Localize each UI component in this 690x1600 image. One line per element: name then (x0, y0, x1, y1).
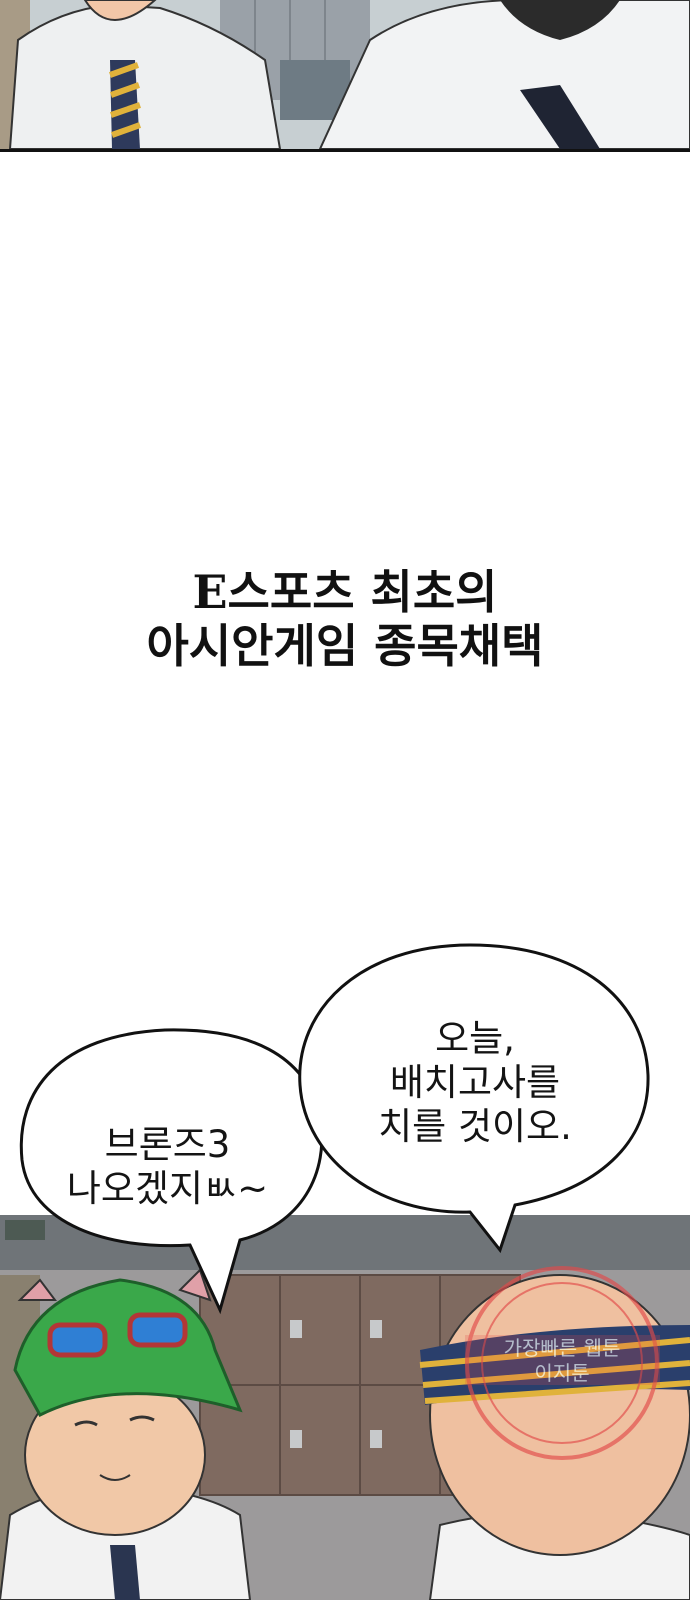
bubble-right-line-2: 배치고사를 (389, 1061, 561, 1104)
top-comic-panel (0, 0, 690, 152)
left-student-chin (83, 0, 157, 21)
watermark-stamp: 가장빠른 웹툰 이지툰 (465, 1266, 660, 1460)
speech-bubble-right-text: 오늘, 배치고사를 치를 것이오. (330, 1017, 620, 1149)
right-student-head (429, 1274, 690, 1556)
speech-bubble-left-text: 브론즈3 나오겠지ㅄ~ (55, 1123, 280, 1211)
narration-caption: E스포츠 최초의 아시안게임 종목채택 (0, 565, 690, 673)
left-student-shirt (8, 3, 282, 149)
right-student-collar (500, 0, 620, 40)
right-student-tie (520, 85, 600, 149)
bottom-panel-art: 가장빠른 웹툰 이지툰 (0, 1215, 690, 1600)
watermark-line-1: 가장빠른 웹툰 (504, 1336, 621, 1360)
goggles-right (127, 1312, 188, 1348)
bubble-left-line-2: 나오겠지ㅄ~ (66, 1167, 269, 1210)
bubble-left-line-1: 브론즈3 (104, 1123, 231, 1166)
bubble-right-line-1: 오늘, (435, 1017, 515, 1060)
bubble-right-line-3: 치를 것이오. (378, 1105, 572, 1148)
bottom-comic-panel: 가장빠른 웹툰 이지툰 (0, 1215, 690, 1600)
wall-sign (5, 1220, 45, 1240)
watermark-line-2: 이지툰 (534, 1361, 589, 1385)
caption-line-2: 아시안게임 종목채택 (146, 619, 544, 673)
caption-line-1: E스포츠 최초의 (192, 565, 498, 619)
top-panel-art (0, 0, 690, 149)
goggles-left (47, 1322, 108, 1358)
